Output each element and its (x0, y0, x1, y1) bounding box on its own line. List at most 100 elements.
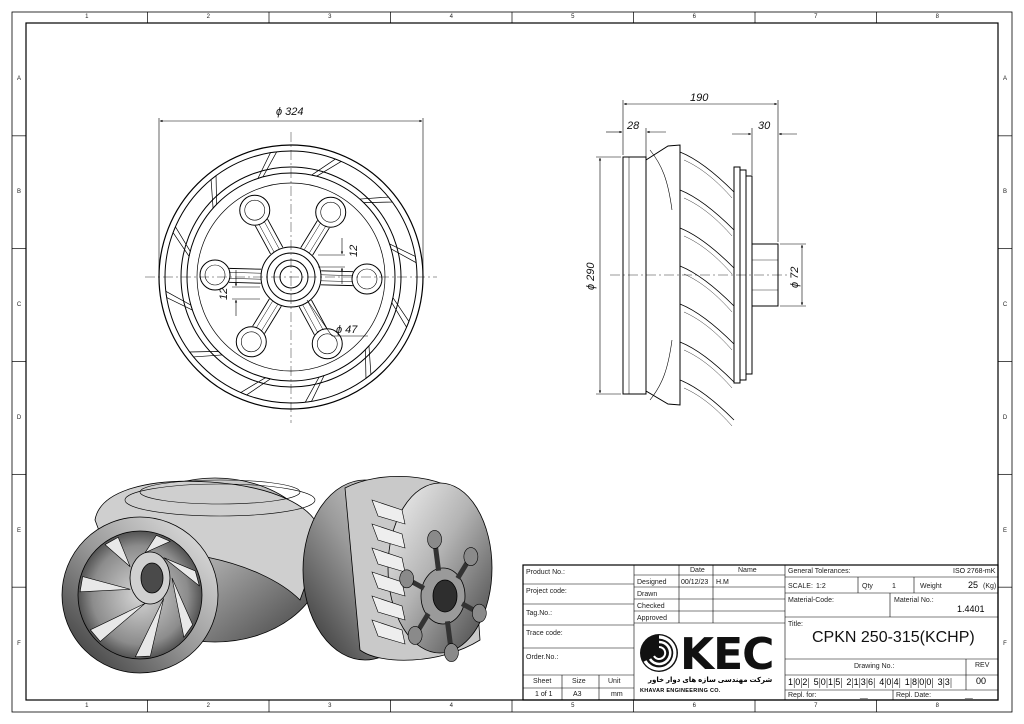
zone-row-B-right: B (1002, 189, 1007, 196)
zone-row-F-right: F (1003, 640, 1007, 647)
company-name-fa: شرکت مهندسی سازه های دوار خاور (648, 677, 773, 684)
zone-column-5-top: 5 (571, 14, 575, 20)
zone-column-2-top: 2 (206, 14, 210, 20)
drawing-no-digit: 4 (893, 677, 899, 687)
drawing-no-digit: 1 (904, 677, 910, 687)
scale-label: SCALE: (788, 583, 813, 590)
drawing-no-digit: 1 (853, 677, 859, 687)
size-value: A3 (573, 691, 582, 698)
project-code-label: Project code: (526, 588, 567, 595)
drawing-no-digit: 1 (828, 677, 834, 687)
drawing-no-digit: 2 (846, 677, 852, 687)
weight-value: 25 (968, 580, 979, 590)
sheet-border (11, 11, 1013, 713)
name-header: Name (738, 567, 757, 574)
side-front-width-label: 28 (627, 120, 640, 132)
drawing-no-digit: 3 (937, 677, 943, 687)
checked-label: Checked (637, 603, 665, 610)
material-no-label: Material No.: (894, 597, 934, 604)
side-hub-diameter-label: ϕ 72 (789, 266, 801, 288)
front-outer-diameter-label: ϕ 324 (276, 106, 304, 118)
sheet-value: 1 of 1 (535, 691, 553, 698)
zone-column-1-bottom: 1 (85, 703, 89, 709)
iso-view-right (302, 475, 493, 662)
rev-value: 00 (976, 676, 987, 686)
repl-for-value: __ (860, 692, 868, 699)
zone-column-7-top: 7 (814, 14, 818, 20)
general-tolerances-label: General Tolerances: (788, 568, 851, 575)
drawing-no-digit: 6 (868, 677, 874, 687)
material-no-value: 1.4401 (957, 604, 985, 614)
front-view-dimensions (158, 118, 424, 337)
drawing-no-digit: 0 (820, 677, 826, 687)
drawing-no-digit: 0 (919, 677, 925, 687)
order-no-label: Order.No.: (526, 654, 559, 661)
repl-date-label: Repl. Date: (896, 692, 932, 699)
trace-code-label: Trace code: (526, 630, 563, 637)
front-hub-diameter-label: ϕ 47 (336, 324, 358, 336)
drawing-no-digit: 0 (886, 677, 892, 687)
drawn-label: Drawn (637, 591, 658, 598)
zone-column-5-bottom: 5 (571, 703, 575, 709)
zone-row-B-left: B (16, 189, 21, 196)
zone-column-6-bottom: 6 (692, 703, 696, 709)
drawing-no-label: Drawing No.: (854, 663, 895, 670)
unit-value: mm (611, 691, 623, 698)
zone-row-A-right: A (1002, 76, 1007, 83)
qty-label: Qty (862, 583, 873, 590)
drawing-no-digit: 4 (879, 677, 885, 687)
drawing-no-digit: 2 (802, 677, 808, 687)
repl-for-label: Repl. for: (788, 692, 817, 699)
drawing-no-digit: 3 (860, 677, 866, 687)
kec-logo-text: KEC (680, 629, 774, 680)
side-view-dimensions (596, 100, 806, 395)
zone-row-A-left: A (16, 76, 21, 83)
zone-column-1-top: 1 (85, 14, 89, 20)
drawing-title: CPKN 250-315(KCHP) (812, 629, 975, 646)
weight-label: Weight (920, 583, 942, 590)
drawing-no-digit: 0 (795, 677, 801, 687)
drawing-no-digit: 0 (926, 677, 932, 687)
kec-logo-icon (640, 634, 678, 672)
front-view-impeller (145, 132, 437, 423)
zone-column-2-bottom: 2 (206, 703, 210, 709)
size-label: Size (572, 678, 586, 685)
material-code-label: Material-Code: (788, 597, 834, 604)
title-label: Title: (788, 621, 803, 628)
zone-row-D-right: D (1002, 414, 1008, 421)
front-keyway-width-label: 12 (218, 287, 230, 300)
qty-value: 1 (892, 583, 896, 590)
zone-column-3-top: 3 (328, 14, 332, 20)
general-tolerances-value: ISO 2768-mK (953, 568, 996, 575)
designed-name-value: H.M (716, 579, 729, 586)
iso-view-left (61, 477, 324, 674)
company-name-en: KHAVAR ENGINEERING CO. (640, 688, 721, 694)
rev-label: REV (975, 662, 990, 669)
zone-row-E-left: E (16, 527, 21, 534)
unit-label: Unit (608, 678, 621, 685)
tag-no-label: Tag.No.: (526, 610, 553, 617)
zone-row-F-left: F (17, 640, 21, 647)
designed-date-value: 00/12/23 (681, 579, 709, 586)
zone-column-8-bottom: 8 (935, 703, 939, 709)
designed-label: Designed (637, 579, 667, 586)
zone-column-4-bottom: 4 (449, 703, 453, 709)
zone-row-C-left: C (16, 302, 22, 309)
sheet-label: Sheet (533, 678, 552, 685)
front-keyway-offset-label: 12 (348, 244, 360, 257)
zone-row-C-right: C (1002, 302, 1008, 309)
repl-date-value: __ (965, 692, 973, 699)
zone-column-4-top: 4 (449, 14, 453, 20)
drawing-no-digit: 8 (912, 677, 918, 687)
zone-row-E-right: E (1002, 527, 1007, 534)
side-rear-width-label: 30 (758, 120, 771, 132)
side-overall-length-label: 190 (690, 92, 709, 104)
weight-unit-label: (Kg) (983, 583, 997, 590)
title-block-frame (522, 564, 999, 701)
scale-value: 1:2 (816, 583, 826, 590)
drawing-no-digit: 5 (813, 677, 819, 687)
drawing-no-digit: 1 (788, 677, 794, 687)
drawing-no-digit: 3 (944, 677, 950, 687)
